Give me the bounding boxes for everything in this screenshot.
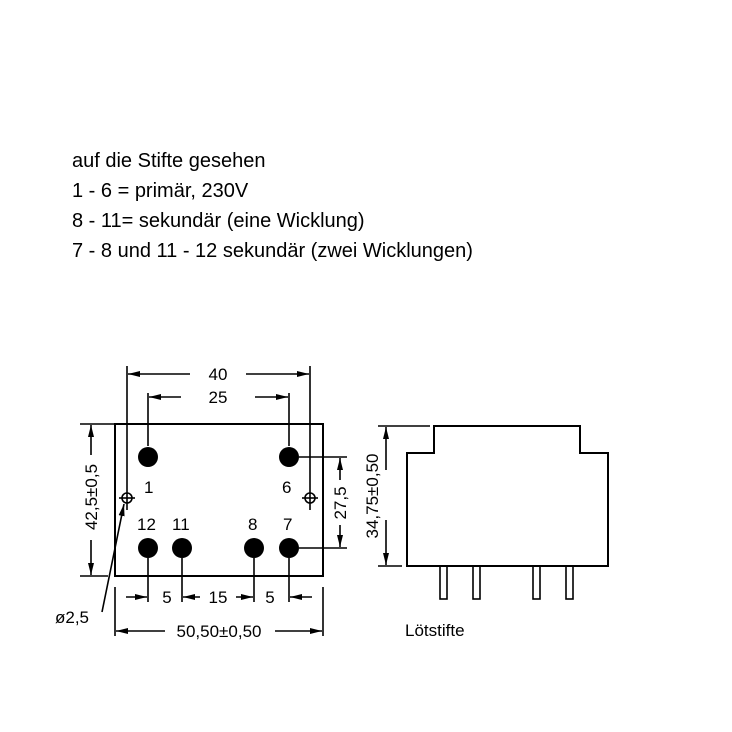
transformer-body-outline (114, 423, 324, 577)
solder-pins (439, 565, 574, 600)
pins (138, 447, 299, 558)
pin-6 (279, 447, 299, 467)
pin-11 (172, 538, 192, 558)
dim-hole-diameter: ø2,5 (55, 608, 89, 627)
dim-gap-left: 5 (162, 588, 171, 607)
pin-label-1: 1 (144, 478, 153, 497)
note-line: 1 - 6 = primär, 230V (72, 180, 249, 202)
pin-label-6: 6 (282, 478, 291, 497)
dim-width: 50,50±0,50 (177, 622, 262, 641)
pin-label-8: 8 (248, 515, 257, 534)
note-line: 8 - 11= sekundär (eine Wicklung) (72, 210, 365, 232)
dim-gap-mid: 15 (209, 588, 228, 607)
dim-side-height: 34,75±0,50 (363, 454, 382, 539)
side-view: 34,75±0,50 Lötstifte (363, 425, 609, 640)
pin-7 (279, 538, 299, 558)
notes: auf die Stifte gesehen 1 - 6 = primär, 2… (72, 146, 473, 266)
side-body-outline (406, 425, 609, 567)
note-line: 7 - 8 und 11 - 12 sekundär (zwei Wicklun… (72, 240, 473, 262)
dim-pin-rows: 27,5 (331, 486, 350, 519)
pin-label-11: 11 (172, 515, 190, 534)
pin-12 (138, 538, 158, 558)
pin-1 (138, 447, 158, 467)
note-line: auf die Stifte gesehen (72, 150, 266, 172)
dim-gap-right: 5 (265, 588, 274, 607)
dim-40: 40 (209, 365, 228, 384)
dim-25: 25 (209, 388, 228, 407)
top-view: 1 6 12 11 8 7 40 25 42,5±0,5 (55, 365, 350, 641)
pin-8 (244, 538, 264, 558)
pin-label-12: 12 (137, 515, 156, 534)
pin-label-7: 7 (283, 515, 292, 534)
side-caption: Lötstifte (405, 621, 465, 640)
dim-height: 42,5±0,5 (82, 464, 101, 530)
